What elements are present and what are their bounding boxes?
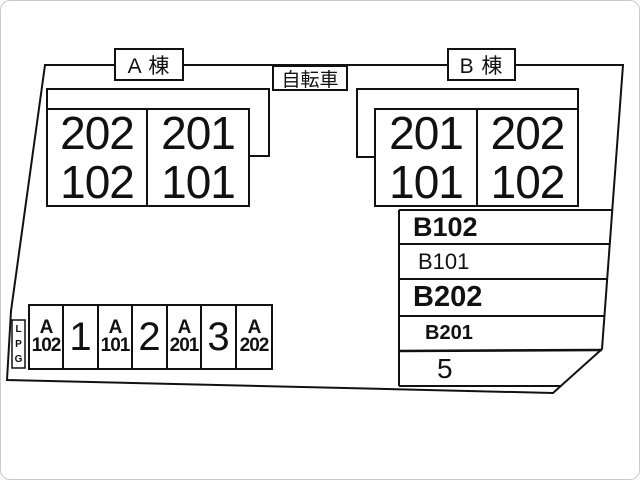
parking-stalls-box xyxy=(28,304,273,370)
unit-number: 201 xyxy=(389,106,464,159)
stall-label: 101 xyxy=(100,335,131,356)
site-boundary-outline xyxy=(5,64,625,395)
lpg-label: L P G xyxy=(12,320,25,368)
building-b-unit-cell-west: 201 101 xyxy=(375,106,477,208)
unit-number: 101 xyxy=(161,155,236,208)
stall-number: 2 xyxy=(138,315,161,359)
parking-stall-1: 1 xyxy=(63,305,98,369)
stall-label: 102 xyxy=(31,335,62,356)
stack-row-b202: B202 xyxy=(413,281,483,313)
parking-stall-2: 2 xyxy=(132,305,167,369)
building-b-label: B 棟 xyxy=(447,48,516,81)
stack-row-5: 5 xyxy=(437,352,453,384)
building-a-unit-cell-west: 202 102 xyxy=(47,106,147,208)
stack-line-4 xyxy=(398,348,603,353)
unit-number: 102 xyxy=(490,155,566,208)
stall-label: A xyxy=(247,317,262,338)
stall-label: A xyxy=(177,317,192,338)
lpg-letter: L xyxy=(15,323,22,335)
stall-number: 3 xyxy=(207,315,230,359)
stall-number: 1 xyxy=(69,315,92,359)
stall-label: A xyxy=(108,317,123,338)
stall-label: 201 xyxy=(169,335,200,356)
parking-stall-3: 3 xyxy=(201,305,236,369)
lpg-letter: P xyxy=(15,338,22,350)
stack-row-b201: B201 xyxy=(425,321,473,344)
unit-number: 202 xyxy=(60,106,135,159)
bicycle-parking-label: 自転車 xyxy=(272,65,348,91)
building-a-label: A 棟 xyxy=(114,48,184,81)
parking-stall-a202: A 202 xyxy=(236,305,272,369)
stall-label: A xyxy=(39,317,54,338)
parking-stall-a201: A 201 xyxy=(167,305,201,369)
lpg-box xyxy=(11,319,26,369)
unit-number: 201 xyxy=(161,106,236,159)
stack-row-b101: B101 xyxy=(418,248,470,274)
building-b-unit-cell-east: 202 102 xyxy=(477,106,578,208)
unit-number: 102 xyxy=(60,155,135,208)
parking-stall-a101: A 101 xyxy=(98,305,132,369)
stack-row-b102: B102 xyxy=(413,211,478,242)
building-a-outline xyxy=(46,88,270,157)
building-b-outline xyxy=(356,88,579,158)
building-a-unit-cell-east: 201 101 xyxy=(147,106,249,208)
parking-stall-a102: A 102 xyxy=(29,305,63,369)
lpg-letter: G xyxy=(14,353,23,365)
stall-label: 202 xyxy=(239,335,270,356)
unit-number: 101 xyxy=(389,155,464,208)
unit-number: 202 xyxy=(490,106,566,159)
